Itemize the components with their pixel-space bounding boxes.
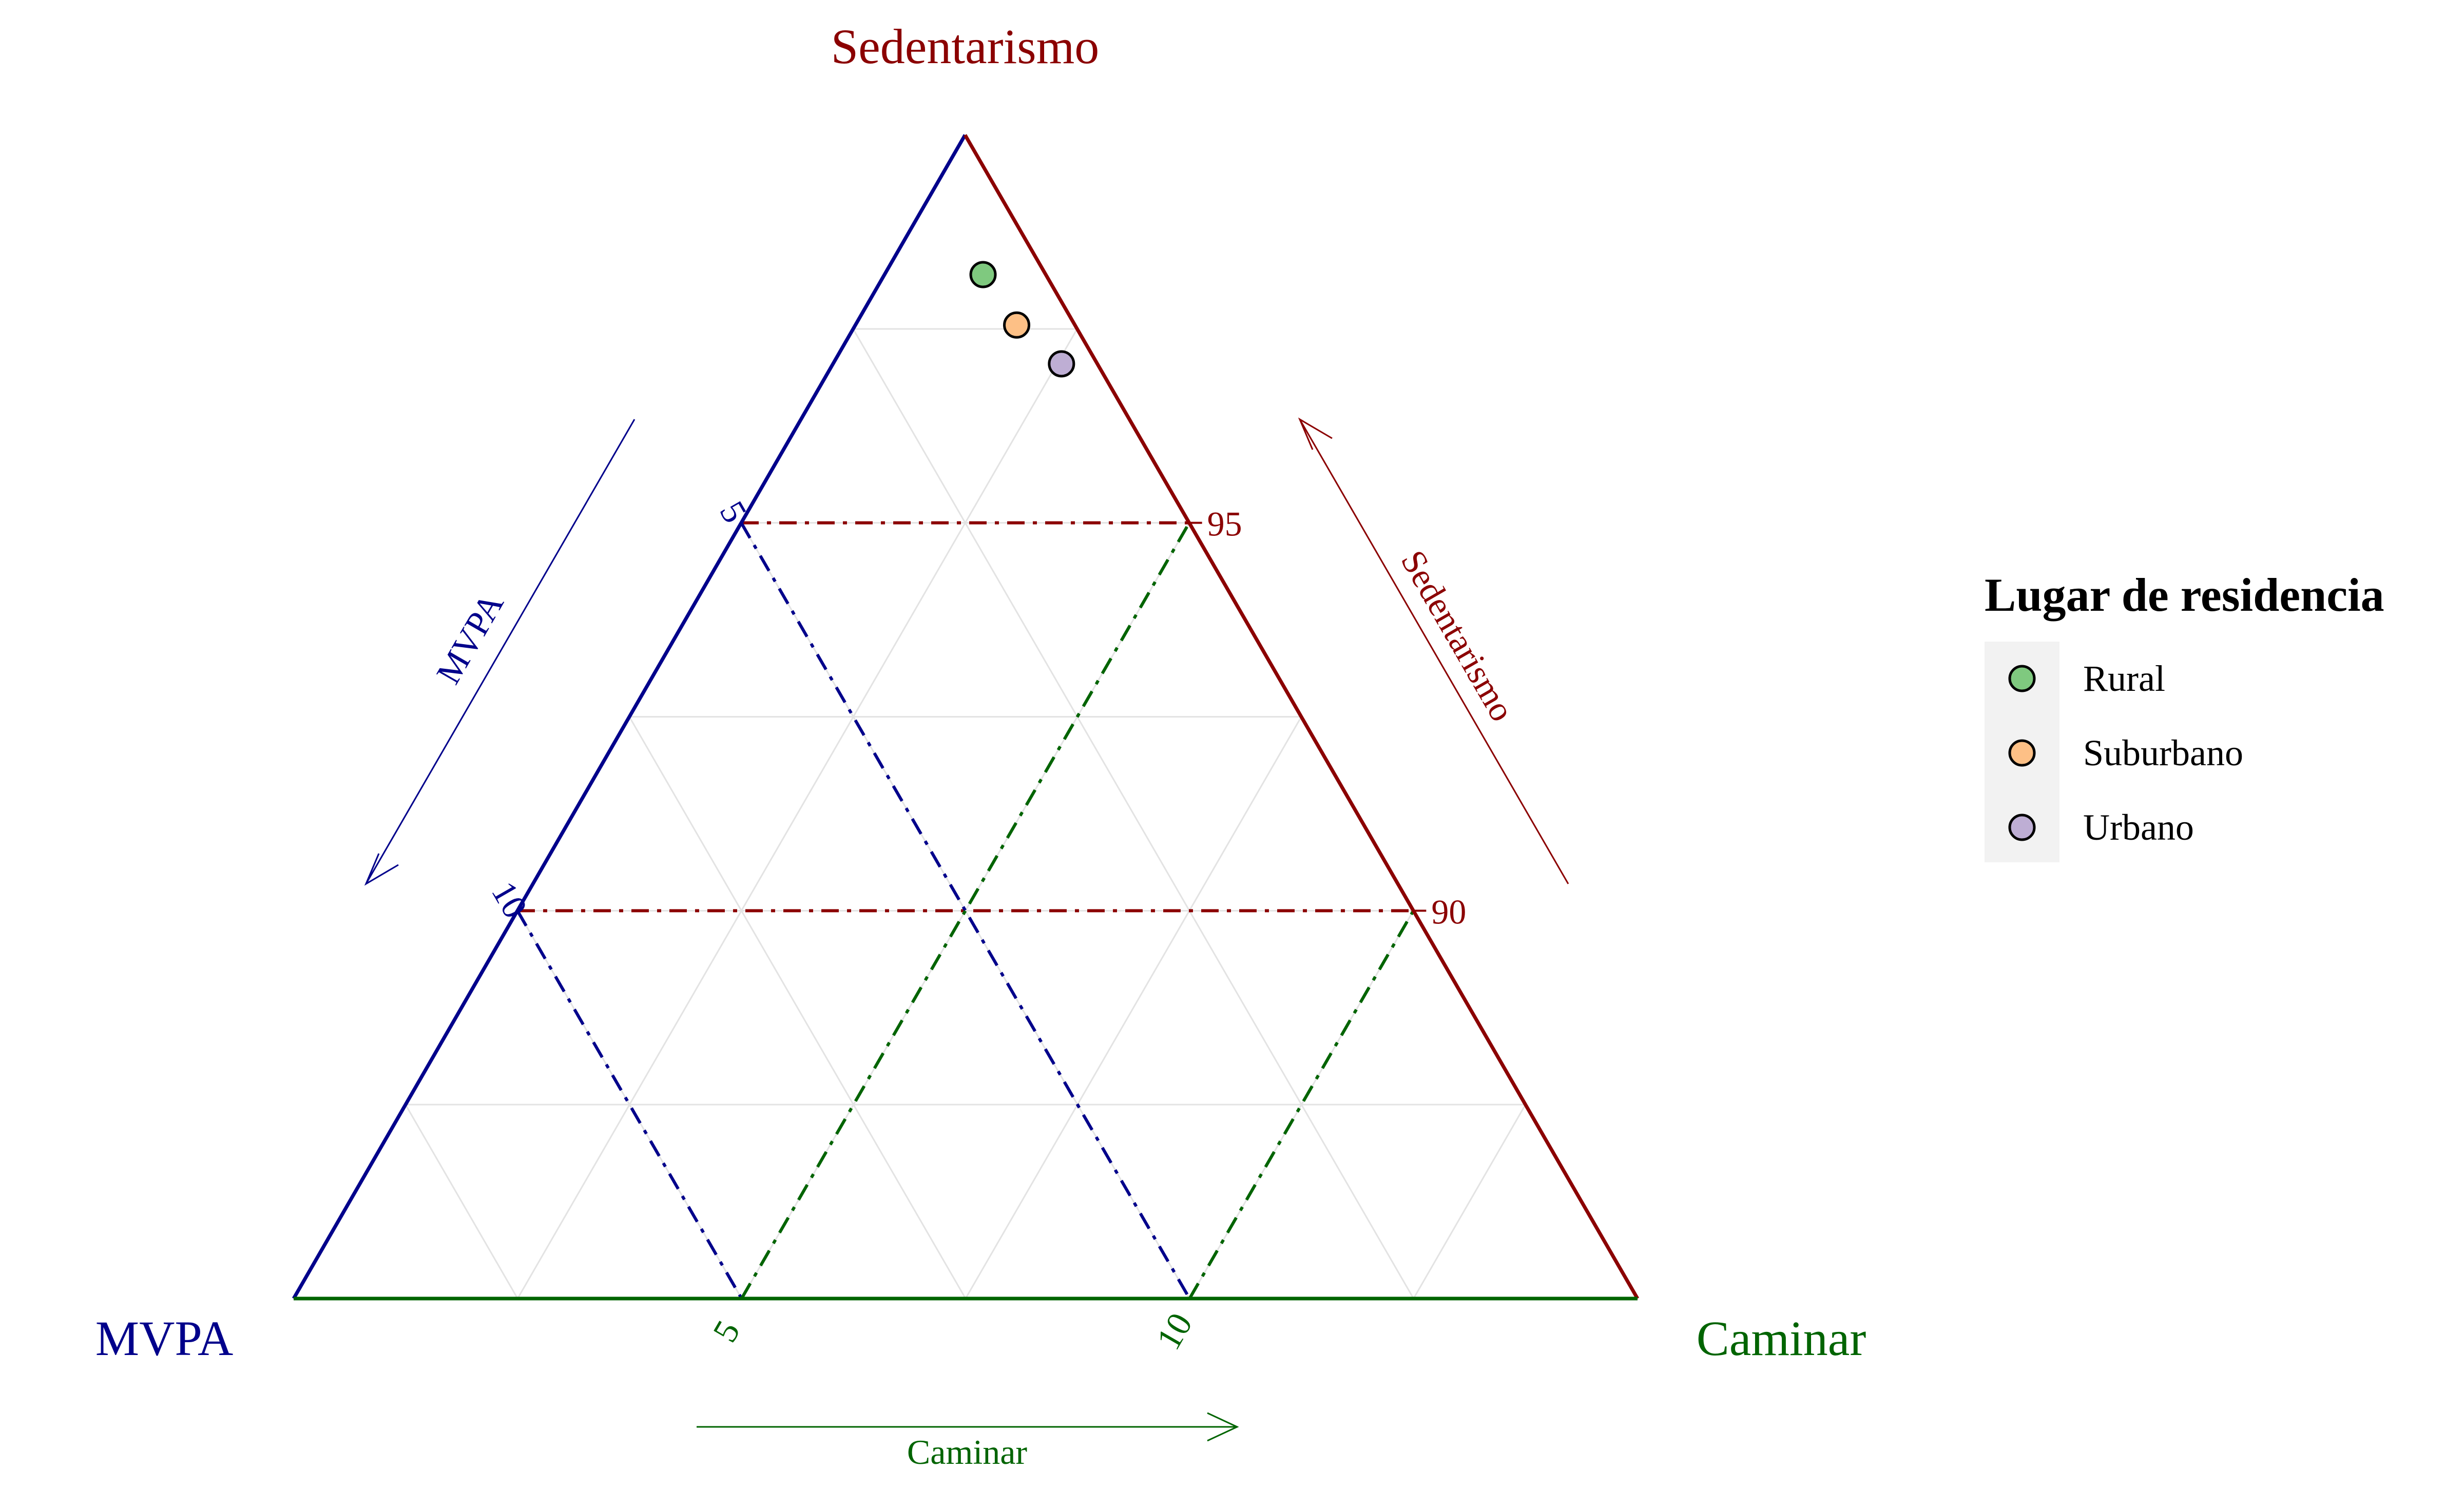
grid-lines <box>405 328 1526 1299</box>
grid-line-mvpa <box>516 910 742 1299</box>
vertex-label-sedentarismo: Sedentarismo <box>831 19 1100 74</box>
grid-line-caminar <box>741 522 1190 1299</box>
grid-line-caminar <box>965 716 1302 1299</box>
data-point-rural <box>969 261 997 288</box>
tick-label-caminar: 5 <box>705 1314 747 1348</box>
tick-label-sedentarismo: 95 <box>1207 505 1242 544</box>
vertex-label-caminar: Caminar <box>1697 1311 1866 1366</box>
legend-key-urbano <box>2008 814 2036 841</box>
triangle-axes <box>292 134 1640 1301</box>
data-point-suburbano <box>1003 311 1031 339</box>
sedentarismo-axis-line <box>963 134 1640 1300</box>
sedentarismo-arrow-label: Sedentarismo <box>1393 544 1522 728</box>
mvpa-axis-line <box>292 134 967 1300</box>
mvpa-direction-arrow: MVPA <box>364 419 636 886</box>
legend-key-rural <box>2008 665 2036 692</box>
legend-label-urbano: Urbano <box>2083 807 2194 848</box>
grid-line-caminar <box>517 328 1078 1299</box>
tick-label-caminar: 10 <box>1149 1306 1200 1356</box>
legend-label-suburbano: Suburbano <box>2083 732 2243 773</box>
legend-label-rural: Rural <box>2083 658 2165 699</box>
grid-line-caminar <box>1189 910 1414 1299</box>
caminar-direction-arrow: Caminar <box>697 1412 1239 1472</box>
tick-label-sedentarismo: 90 <box>1431 892 1466 931</box>
data-point-urbano <box>1048 350 1075 378</box>
grid-line-caminar <box>1413 1104 1526 1299</box>
caminar-arrow-label: Caminar <box>907 1433 1028 1472</box>
legend-key-suburbano <box>2008 739 2036 767</box>
tick-label-mvpa: 10 <box>484 875 535 924</box>
grid-line-mvpa <box>405 1104 518 1299</box>
grid-line-mvpa <box>852 328 1414 1299</box>
mvpa-arrow-label: MVPA <box>429 586 511 690</box>
legend-title: Lugar de residencia <box>1985 569 2384 621</box>
data-points <box>969 261 1075 378</box>
vertex-label-mvpa: MVPA <box>95 1311 234 1366</box>
grid-line-mvpa <box>628 716 967 1299</box>
sedentarismo-direction-arrow: Sedentarismo <box>1298 417 1569 884</box>
